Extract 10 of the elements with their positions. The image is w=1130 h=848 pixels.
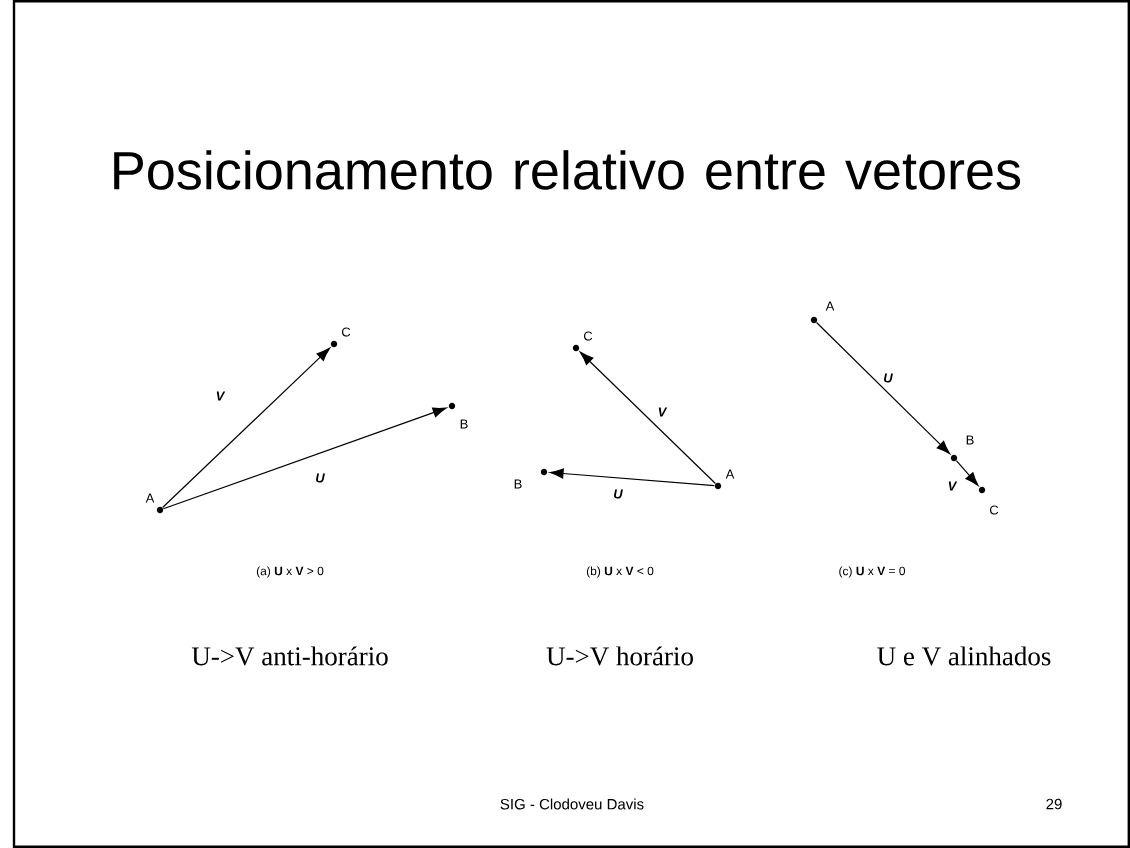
vector-arrow [955,460,979,486]
vector-arrow [162,407,447,510]
vector-arrow [549,468,715,487]
vector-arrow [815,321,951,455]
description-text: U e V alinhados [877,646,1051,666]
description-text: U->V anti-horário [191,646,388,666]
description-text: U->V horário [546,646,693,666]
vector-arrow [579,351,717,485]
vector-arrow [162,347,331,509]
slide-title: Posicionamento relativo entre vetores [114,150,1021,190]
